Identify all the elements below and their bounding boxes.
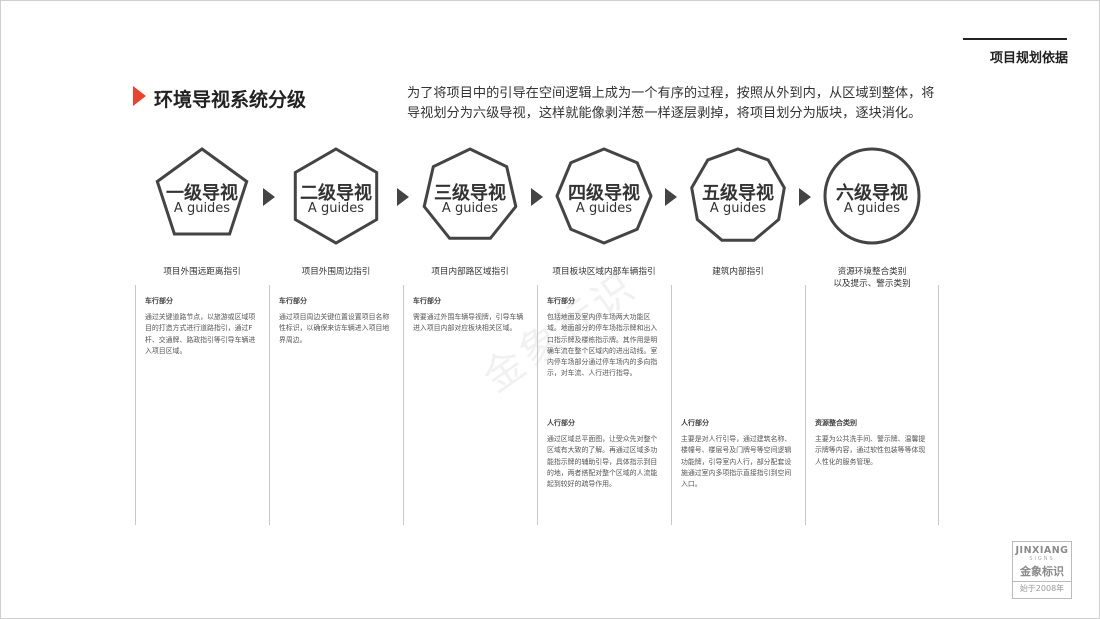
description-block-text: 主要是对人行引导，通过建筑名称、楼幢号、楼层号及门牌号等空间逻辑功能牌，引导室内… [681,435,792,489]
column-divider [671,285,672,525]
intro-paragraph: 为了将项目中的引导在空间逻辑上成为一个有序的过程，按照从外到内，从区域到整体，将… [407,86,935,121]
level-3-heading: 项目内部路区域指引 [431,267,509,277]
level-6-title: 六级导视 [836,183,908,204]
level-4-title: 四级导视 [568,183,640,204]
level-1-outline [155,147,249,236]
level-3-subtitle: A guides [441,201,499,216]
description-block-title: 车行部分 [145,297,173,305]
level-2-hexagon-shape [293,147,379,245]
description-block-text: 通过区域总平面图，让受众先对整个区域有大致的了解。再通过区域多功能指示牌的辅助引… [547,435,658,489]
level-3-outline [422,147,518,240]
level-2-subtitle: A guides [307,201,365,216]
description-block: 车行部分包括地面及室内停车场两大功能区域。地面部分的停车场指示牌和出入口指示牌及… [547,296,663,379]
description-block: 车行部分需要通过外围车辆导视牌，引导车辆进入项目内部对应板块相关区域。 [413,296,529,335]
logo-sub-en: SIGNS [1029,556,1055,562]
description-block-text: 通过关键道路节点，以旅游或区域项目的打造方式进行道路指引，通过F杆、交通牌、路政… [145,313,256,355]
level-3-heptagon-shape [422,147,518,240]
level-6-subtitle: A guides [843,201,901,216]
description-block-title: 资源整合类别 [815,419,857,427]
level-4-octagon-shape [555,147,653,245]
column-divider [403,285,404,525]
header-rule [963,38,1067,40]
description-block-text: 包括地面及室内停车场两大功能区域。地面部分的停车场指示牌和出入口指示牌及楼栋指示… [547,313,658,378]
level-6-outline [823,147,921,245]
level-1-pentagon-shape [155,147,249,236]
description-block: 资源整合类别主要为公共洗手间、警示牌、温馨提示牌等内容，通过软性包装等等体现人性… [815,418,931,468]
level-4-outline [555,147,653,245]
description-block: 人行部分通过区域总平面图，让受众先对整个区域有大致的了解。再通过区域多功能指示牌… [547,418,663,490]
description-block-text: 主要为公共洗手间、警示牌、温馨提示牌等内容，通过软性包装等等体现人性化的服务管理… [815,435,926,466]
level-5-outline [690,147,786,242]
description-block-title: 车行部分 [413,297,441,305]
description-block-title: 人行部分 [547,419,575,427]
column-divider [135,285,136,525]
page-label: 项目规划依据 [989,51,1068,66]
description-block-title: 人行部分 [681,419,709,427]
description-block: 车行部分通过项目周边关键位置设置项目名称性标识，以确保来访车辆进入项目地界周边。 [279,296,395,346]
logo-brand-cn: 金象标识 [1020,565,1064,578]
level-6-heading: 资源环境整合类别 以及提示、警示类别 [833,267,911,289]
column-divider [269,285,270,525]
level-3-title: 三级导视 [434,183,506,204]
level-5-subtitle: A guides [709,201,767,216]
description-block-text: 需要通过外围车辆导视牌，引导车辆进入项目内部对应板块相关区域。 [413,313,524,333]
description-block-text: 通过项目周边关键位置设置项目名称性标识，以确保来访车辆进入项目地界周边。 [279,313,390,344]
chevron-right-icon [263,188,275,206]
level-5-title: 五级导视 [702,183,774,204]
chevron-right-icon [531,188,543,206]
level-1-subtitle: A guides [173,201,231,216]
column-divider [537,285,538,525]
level-1-heading: 项目外围远距离指引 [163,267,241,277]
level-2-title: 二级导视 [300,183,372,204]
level-2-heading: 项目外围周边指引 [301,267,371,277]
section-title-arrow-icon [133,86,146,106]
logo-brand-en: JINXIANG [1015,545,1069,556]
level-6-circle-shape [823,147,921,245]
description-block: 人行部分主要是对人行引导，通过建筑名称、楼幢号、楼层号及门牌号等空间逻辑功能牌，… [681,418,797,490]
description-block-title: 车行部分 [279,297,307,305]
logo-since: 始于2008年 [1013,581,1071,594]
level-5-heading: 建筑内部指引 [712,267,764,277]
level-4-subtitle: A guides [575,201,633,216]
chevron-right-icon [397,188,409,206]
level-4-heading: 项目板块区域内部车辆指引 [552,267,656,277]
description-block: 车行部分通过关键道路节点，以旅游或区域项目的打造方式进行道路指引，通过F杆、交通… [145,296,261,357]
column-divider [938,285,939,525]
chevron-right-icon [665,188,677,206]
section-title: 环境导视系统分级 [154,89,307,111]
level-5-nonagon-shape [690,147,786,242]
chevron-right-icon [799,188,811,206]
description-block-title: 车行部分 [547,297,575,305]
column-divider [805,285,806,525]
brand-logo: JINXIANG SIGNS 金象标识 始于2008年 [1012,541,1072,599]
level-1-title: 一级导视 [166,183,238,204]
level-2-outline [293,147,379,245]
